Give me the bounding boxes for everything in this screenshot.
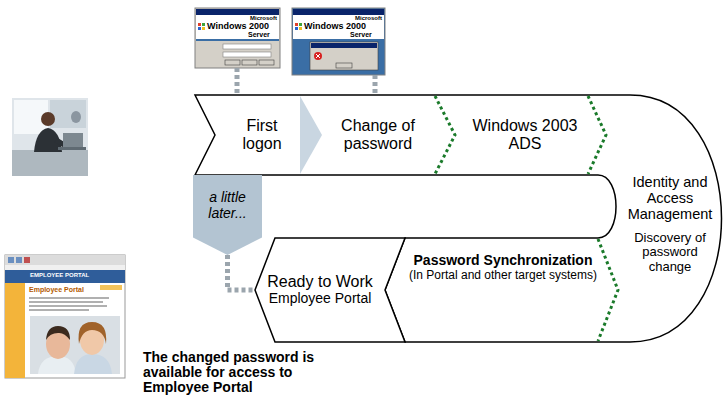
text-holder: a little later...	[193, 175, 262, 255]
portal-heading: Employee Portal	[29, 286, 99, 294]
leader-line	[373, 75, 378, 94]
text-placeholder	[29, 301, 103, 303]
portal-header-text: EMPLOYEE PORTAL	[30, 272, 110, 279]
dialog-button	[225, 60, 240, 65]
photo-person-head	[41, 112, 55, 126]
stage-title: First logon	[230, 117, 294, 153]
dialog-logo-panel	[196, 15, 279, 39]
dialog-band	[196, 39, 279, 41]
portal-sidebar	[5, 283, 25, 378]
dialog-button	[336, 63, 352, 68]
photo-laptop-base	[58, 147, 86, 150]
stage-arrow-shade	[300, 96, 322, 174]
photo-wall	[50, 100, 86, 128]
error-icon	[314, 52, 322, 60]
stage-title: Identity and Access Management	[622, 174, 718, 223]
stage-separator	[435, 96, 455, 174]
photo-colleague	[71, 111, 81, 123]
process-stage: Identity and Access ManagementDiscovery …	[622, 174, 718, 274]
desktop-frame	[292, 8, 385, 75]
stage-title: a little later...	[193, 190, 262, 221]
process-chevron-shape	[255, 238, 405, 342]
caption-note: The changed password is available for ac…	[143, 350, 327, 395]
photo-background	[12, 98, 88, 176]
process-stage: First logon	[230, 117, 294, 153]
stage-title: Ready to Work	[267, 273, 373, 291]
portal-tab	[100, 285, 122, 290]
dialog-band	[293, 39, 384, 41]
portal-header	[5, 270, 125, 283]
windows-flag	[198, 23, 201, 26]
password-expired-screenshot	[292, 8, 385, 75]
windows-flag	[198, 27, 201, 30]
photo-laptop-screen	[63, 133, 83, 147]
photo-hair	[79, 322, 107, 344]
logo-text: Server	[248, 31, 278, 39]
toolbar-icon	[24, 257, 30, 263]
message-box	[310, 42, 378, 70]
dialog-titlebar	[293, 9, 384, 15]
portal-screenshot	[5, 255, 125, 378]
dialog-titlebar	[196, 9, 279, 15]
browser-toolbar	[5, 255, 125, 265]
leader-line	[235, 68, 240, 94]
error-icon-cross	[316, 54, 320, 58]
input-field	[223, 44, 271, 49]
process-stage: Password Synchronization(In Portal and o…	[398, 253, 608, 282]
portal-photo	[30, 316, 120, 374]
windows-flag	[295, 23, 298, 26]
photo-shirt	[74, 354, 112, 374]
dialog-frame	[195, 8, 280, 68]
stage-title: Password Synchronization	[398, 253, 608, 269]
browser-frame	[5, 255, 125, 378]
dialog-button	[242, 60, 257, 65]
photo-desk	[12, 150, 88, 176]
stage-title: Windows 2003 ADS	[468, 117, 582, 153]
process-band	[195, 95, 722, 342]
user-photo	[12, 98, 88, 176]
windows-flag	[295, 27, 298, 30]
stage-title: Change of password	[335, 117, 421, 153]
text-placeholder	[29, 305, 107, 307]
stage-separator	[598, 239, 618, 341]
windows-flag	[299, 23, 302, 26]
logo-text: Windows 2000	[304, 22, 370, 32]
logon-screenshot	[195, 8, 280, 68]
toolbar-icon	[16, 257, 22, 263]
text-placeholder	[29, 297, 109, 299]
dialog-logo-panel	[293, 15, 384, 39]
windows-flag	[299, 27, 302, 30]
stage-detail: (In Portal and other target systems)	[398, 269, 608, 282]
process-chevron: Ready to WorkEmployee Portal	[255, 238, 405, 342]
stage-detail: Employee Portal	[269, 291, 372, 307]
text-holder: Ready to WorkEmployee Portal	[255, 238, 405, 342]
input-field	[223, 52, 271, 57]
stage-detail: Discovery of password change	[622, 231, 718, 275]
logo-text: Microsoft	[355, 15, 385, 22]
logo-text: Microsoft	[250, 15, 280, 22]
message-titlebar	[311, 43, 377, 48]
stage-separator	[588, 96, 606, 174]
process-stage: Windows 2003 ADS	[468, 117, 582, 153]
toolbar-icon	[8, 257, 14, 263]
logo-text: Windows 2000	[207, 22, 273, 32]
dotted-connector	[228, 255, 256, 290]
windows-flag	[202, 23, 205, 26]
dialog-button	[259, 60, 274, 65]
note-callout: a little later...	[193, 175, 262, 255]
photo-hair	[46, 326, 70, 340]
process-stage: Change of password	[335, 117, 421, 153]
text-placeholder	[29, 309, 89, 311]
windows-flag	[202, 27, 205, 30]
address-bar	[5, 265, 125, 270]
logo-text: Server	[350, 31, 380, 39]
note-callout-shape	[193, 175, 262, 255]
